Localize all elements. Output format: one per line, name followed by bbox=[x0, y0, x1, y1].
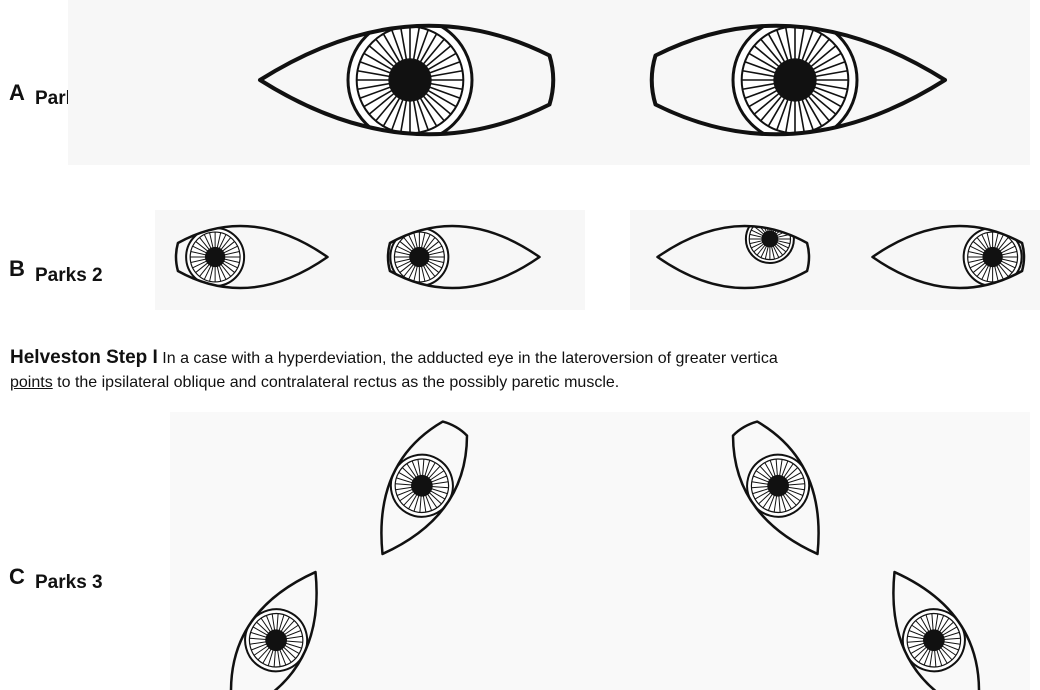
pupil bbox=[205, 247, 225, 267]
panel-a-background bbox=[68, 0, 1030, 165]
pupil bbox=[773, 58, 816, 101]
iris bbox=[733, 18, 857, 142]
iris bbox=[186, 228, 244, 286]
iris bbox=[348, 18, 472, 142]
pupil bbox=[409, 247, 429, 267]
pupil bbox=[761, 231, 778, 248]
pupil bbox=[388, 58, 431, 101]
pupil bbox=[982, 247, 1002, 267]
